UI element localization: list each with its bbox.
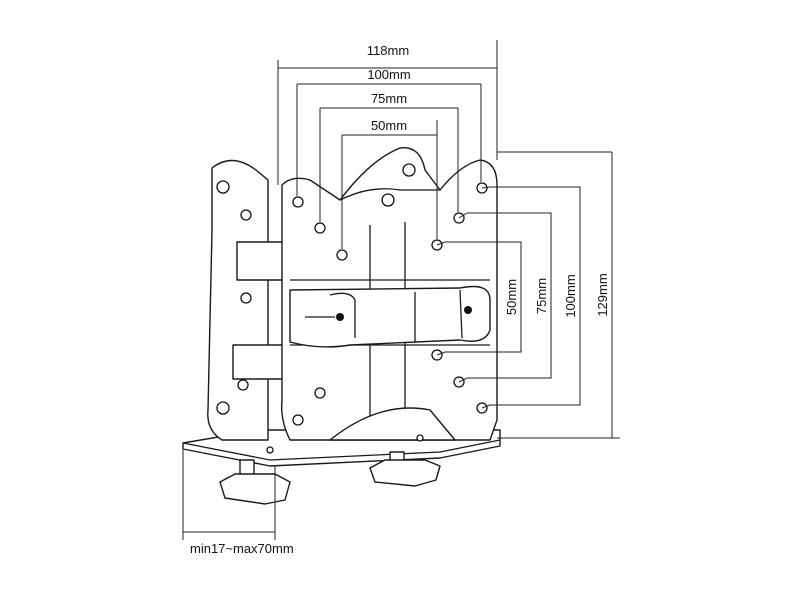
right-dimension-lines: [436, 151, 620, 439]
top-dimension-lines: [277, 40, 498, 249]
clamp-knob-left: [219, 459, 291, 505]
dim-label-100: 100mm: [367, 67, 410, 82]
clamp-range-label: min17~max70mm: [190, 541, 294, 556]
clamp-band: [289, 285, 491, 348]
dim-label-50: 50mm: [371, 118, 407, 133]
dim-label-v50: 50mm: [504, 279, 519, 315]
clamp-dimension-lines: [182, 450, 276, 540]
back-plate: [207, 159, 269, 441]
dim-label-v75: 75mm: [534, 278, 549, 314]
dim-label-v100: 100mm: [563, 274, 578, 317]
dim-label-v129: 129mm: [595, 273, 610, 316]
mounting-holes: [216, 163, 488, 454]
dim-label-75: 75mm: [371, 91, 407, 106]
clamp-knob-right: [369, 451, 441, 487]
dim-label-118: 118mm: [367, 43, 409, 58]
